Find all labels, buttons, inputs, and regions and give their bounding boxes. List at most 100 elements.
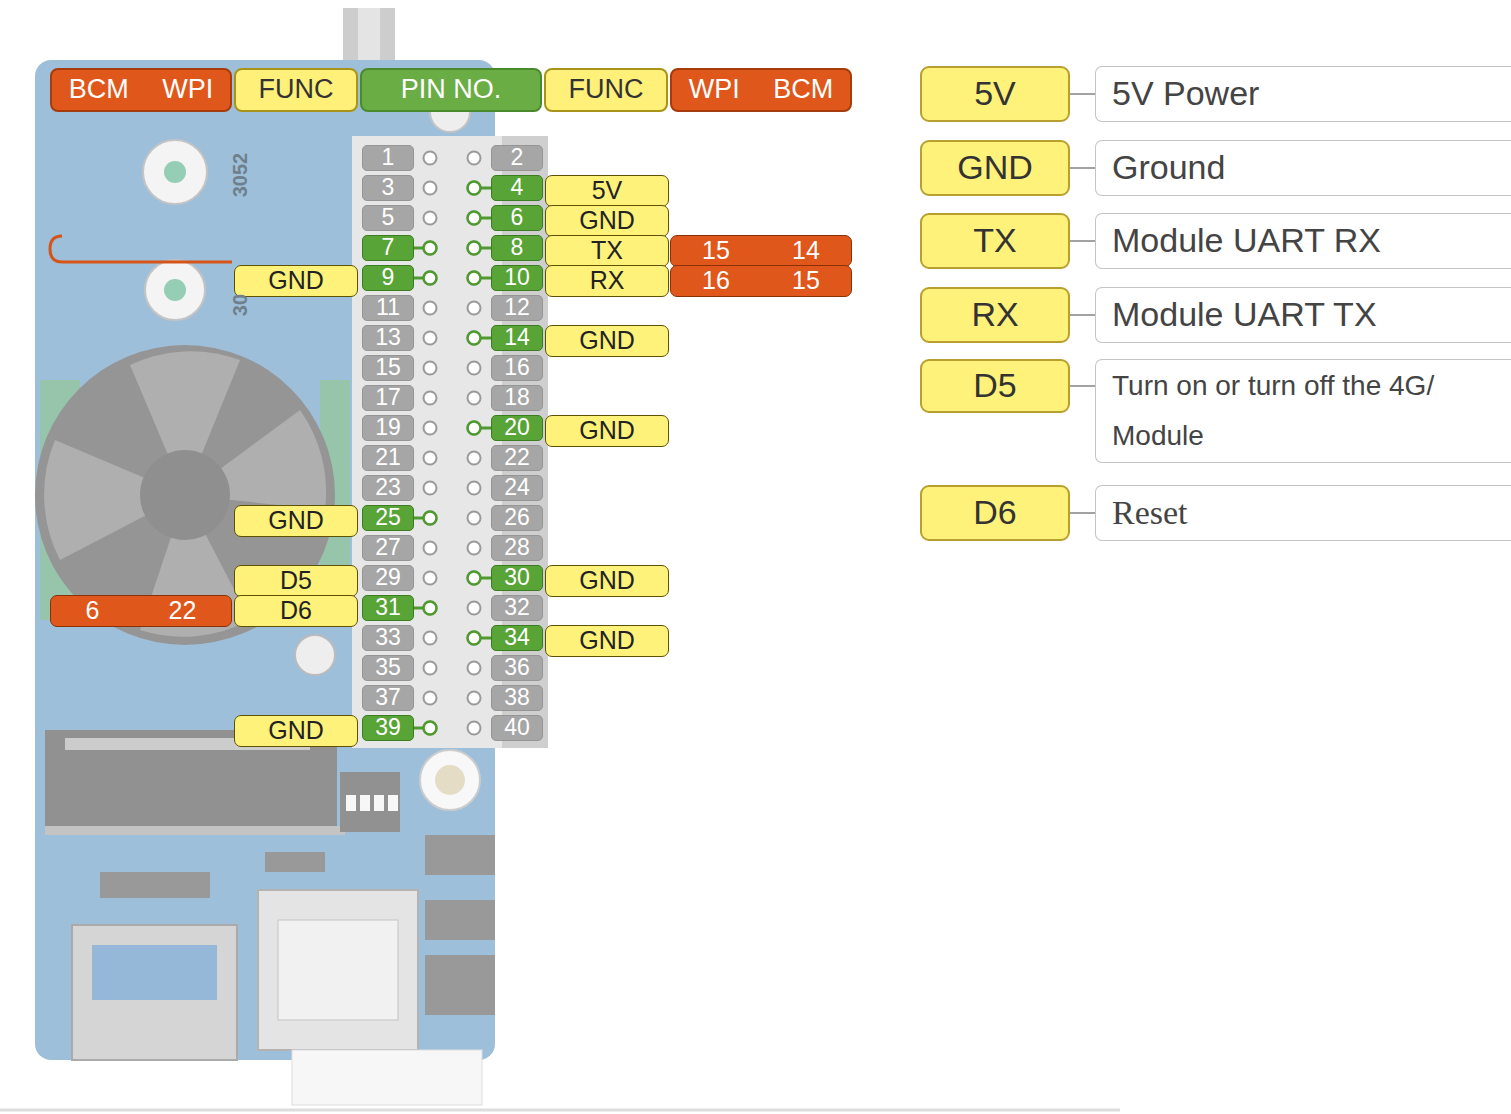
- pin-box: 10: [491, 265, 543, 291]
- pin-box: 25: [362, 505, 414, 531]
- function-box: TX: [545, 235, 669, 267]
- pin-box: 3: [362, 175, 414, 201]
- gpio-number: 22: [169, 597, 197, 625]
- gpio-number: 15: [702, 237, 730, 265]
- connector-line: [1070, 167, 1095, 169]
- pin-number: 10: [504, 265, 530, 290]
- pin-socket: [468, 272, 481, 285]
- pin-socket: [424, 512, 437, 525]
- pin-socket: [424, 662, 437, 675]
- pin-box: 31: [362, 595, 414, 621]
- function-label: 5V: [592, 177, 623, 205]
- pin-box: 22: [491, 445, 543, 471]
- signal-box: RX: [920, 287, 1070, 343]
- function-label: GND: [268, 507, 324, 535]
- gpio-number: 6: [86, 597, 100, 625]
- pin-box: 17: [362, 385, 414, 411]
- function-label: GND: [268, 717, 324, 745]
- signal-box: D5: [920, 359, 1070, 413]
- pin-socket: [468, 512, 481, 525]
- function-label: GND: [579, 327, 635, 355]
- pin-box: 35: [362, 655, 414, 681]
- function-box: GND: [234, 265, 358, 297]
- pin-socket: [424, 272, 437, 285]
- signal-name: D5: [973, 367, 1016, 404]
- signal-box: GND: [920, 140, 1070, 196]
- pin-socket: [468, 662, 481, 675]
- pin-number: 33: [375, 625, 401, 650]
- pin-number: 31: [375, 595, 401, 620]
- signal-name: TX: [973, 222, 1016, 259]
- pin-socket: [424, 242, 437, 255]
- gpio-number: 15: [792, 267, 820, 295]
- pin-number: 20: [504, 415, 530, 440]
- pin-number: 5: [382, 205, 395, 230]
- header-label: FUNC: [569, 75, 644, 105]
- silkscreen-text: 3052: [229, 153, 251, 198]
- pin-box: 18: [491, 385, 543, 411]
- pin-box: 36: [491, 655, 543, 681]
- pin-number: 2: [511, 145, 524, 170]
- pin-box: 34: [491, 625, 543, 651]
- pin-box: 29: [362, 565, 414, 591]
- pin-socket: [468, 422, 481, 435]
- pin-socket: [468, 272, 481, 285]
- function-label: D5: [280, 567, 312, 595]
- pin-socket: [424, 242, 437, 255]
- pin-socket: [468, 152, 481, 165]
- pin-number: 11: [376, 295, 400, 320]
- pin-box: 2: [491, 145, 543, 171]
- pin-number: 17: [375, 385, 401, 410]
- pin-number: 19: [375, 415, 401, 440]
- pin-socket: [468, 302, 481, 315]
- pin-socket: [424, 422, 437, 435]
- header-cell: WPIBCM: [670, 68, 852, 112]
- pin-box: 6: [491, 205, 543, 231]
- pin-number: 18: [504, 385, 530, 410]
- pin-number: 40: [504, 715, 530, 740]
- signal-name: D6: [973, 494, 1016, 531]
- pin-number: 21: [375, 445, 401, 470]
- pin-socket: [424, 632, 437, 645]
- pin-socket: [424, 212, 437, 225]
- signal-description: Module UART TX: [1112, 296, 1377, 333]
- pin-socket: [424, 362, 437, 375]
- function-box: GND: [545, 415, 669, 447]
- pin-number: 34: [504, 625, 530, 650]
- pin-socket: [424, 332, 437, 345]
- function-label: GND: [579, 207, 635, 235]
- pin-box: 7: [362, 235, 414, 261]
- header-label: WPI: [162, 75, 213, 105]
- pin-box: 12: [491, 295, 543, 321]
- pin-number: 13: [375, 325, 401, 350]
- pin-socket: [468, 452, 481, 465]
- pin-box: 20: [491, 415, 543, 441]
- description-box: 5V Power: [1095, 66, 1511, 122]
- pin-socket: [468, 362, 481, 375]
- pin-number: 38: [504, 685, 530, 710]
- pin-box: 23: [362, 475, 414, 501]
- pin-socket: [424, 722, 437, 735]
- pin-socket: [424, 182, 437, 195]
- signal-description: Module UART RX: [1112, 222, 1381, 259]
- pin-box: 21: [362, 445, 414, 471]
- pin-socket: [468, 182, 481, 195]
- description-box: Reset: [1095, 485, 1511, 541]
- silkscreen-text: 30: [229, 294, 251, 316]
- pin-socket: [468, 572, 481, 585]
- function-label: RX: [590, 267, 625, 295]
- pin-socket: [468, 242, 481, 255]
- signal-box: 5V: [920, 66, 1070, 122]
- header-label: WPI: [689, 75, 740, 105]
- pin-number: 27: [375, 535, 401, 560]
- function-label: GND: [579, 417, 635, 445]
- pin-socket: [424, 542, 437, 555]
- gpio-number: 14: [792, 237, 820, 265]
- pin-box: 30: [491, 565, 543, 591]
- description-box: Ground: [1095, 140, 1511, 196]
- fade-overlay: [28, 4, 502, 1110]
- connector-line: [1070, 385, 1095, 387]
- pin-socket: [468, 482, 481, 495]
- function-label: D6: [280, 597, 312, 625]
- pin-socket: [468, 212, 481, 225]
